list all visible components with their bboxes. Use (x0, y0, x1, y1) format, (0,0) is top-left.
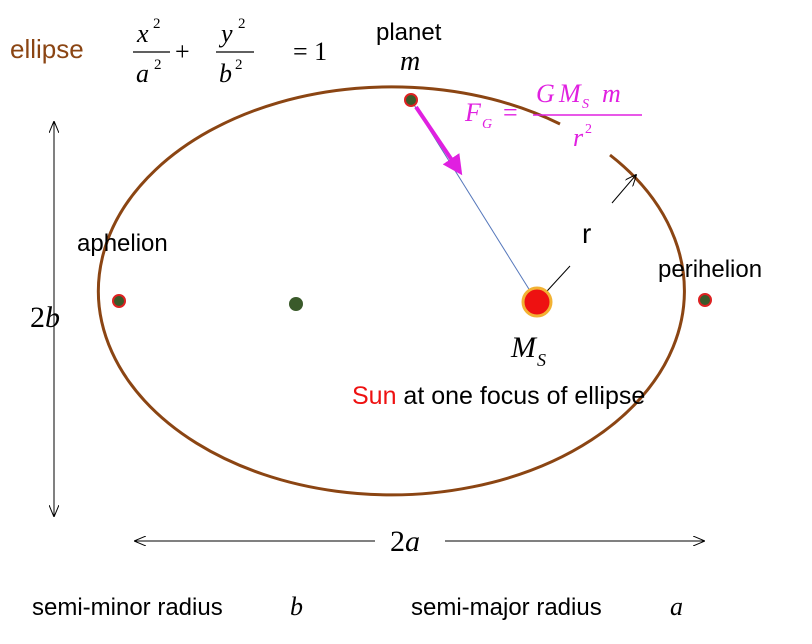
minor-axis-var: b (45, 301, 60, 334)
major-axis-num: 2 (390, 525, 405, 558)
semi-major-var: a (670, 592, 683, 621)
minor-axis-num: 2 (30, 301, 45, 334)
b-term: b (219, 59, 232, 88)
major-axis-var: a (405, 525, 420, 558)
semi-minor-var: b (290, 592, 303, 621)
sun-caption-rest: at one focus of ellipse (396, 382, 645, 410)
x-term: x (136, 19, 149, 48)
orbit-ellipse (96, 85, 686, 497)
orbit-pointer-arrow (611, 175, 636, 204)
ellipse-label: ellipse (10, 34, 84, 64)
force-num-M: M (558, 79, 582, 108)
semi-minor-label: semi-minor radius (32, 594, 223, 621)
empty-focus-point (289, 297, 303, 311)
sun-circle (521, 286, 553, 318)
force-num-G: G (536, 79, 555, 108)
planet-label: planet (376, 19, 442, 46)
sun-word: Sun (352, 382, 396, 410)
plus-sign: + (175, 37, 190, 66)
radius-label: r (582, 218, 591, 249)
y-term: y (218, 19, 233, 48)
force-den-r: r (573, 123, 584, 152)
force-equals: = (503, 98, 518, 127)
semi-major-label: semi-major radius (411, 594, 602, 621)
y-power: 2 (238, 16, 246, 32)
force-lhs-sub: G (482, 117, 492, 132)
force-den-pow: 2 (585, 122, 592, 137)
planet-mass-symbol: m (400, 46, 420, 77)
perihelion-point (698, 293, 712, 307)
aphelion-point (112, 294, 126, 308)
a-term: a (136, 59, 149, 88)
sun-mass-label: M (510, 331, 538, 364)
b-power: 2 (235, 57, 243, 73)
sun-caption: Sun at one focus of ellipse (352, 382, 645, 410)
perihelion-label: perihelion (658, 256, 762, 283)
equals-one: = 1 (293, 37, 327, 66)
force-lhs: F (464, 98, 482, 127)
sun-mass-sub: S (537, 350, 546, 370)
minor-axis-label: 2b (30, 301, 60, 334)
major-axis-label: 2a (390, 525, 420, 558)
planet-point (404, 93, 418, 107)
x-power: 2 (153, 16, 161, 32)
force-num-m: m (602, 79, 621, 108)
aphelion-label: aphelion (77, 230, 168, 257)
a-power: 2 (154, 57, 162, 73)
force-num-sub: S (582, 97, 589, 112)
force-vector-arrow (414, 105, 463, 176)
